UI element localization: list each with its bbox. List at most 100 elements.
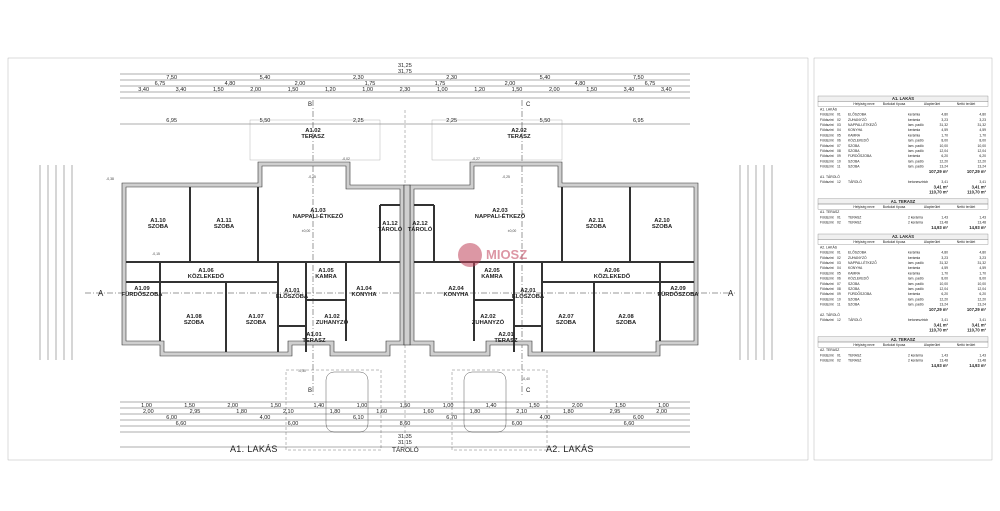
- room-name-a2: TERASZ: [494, 338, 518, 344]
- table-sum: 107,29 m²: [967, 307, 987, 312]
- table-cell: lam. padló: [908, 303, 924, 307]
- right-dimension-chains: [739, 165, 773, 360]
- room-id-a1: A1.01: [306, 332, 322, 338]
- overall-bottom-total2: 31,15: [398, 440, 412, 446]
- table-cell: SZOBA: [848, 287, 860, 291]
- table-cell: 13,24: [978, 303, 987, 307]
- table-cell: Földszint: [820, 271, 834, 275]
- table-head-cell: Burkolat típusa: [883, 343, 906, 347]
- room-id-a2: A2.03: [492, 208, 508, 214]
- building-walls: [121, 161, 699, 357]
- table-cell: lam. padló: [908, 159, 924, 163]
- table-cell: KAMRA: [848, 271, 861, 275]
- dim-top-row3: 1,00: [437, 87, 448, 93]
- dim-bottom-row1: 1,50: [400, 403, 411, 409]
- dim-bottom-row1: 1,00: [658, 403, 669, 409]
- table-head-cell: Burkolat típusa: [883, 205, 906, 209]
- table-subhead: A1. TÁROLÓ: [820, 174, 840, 179]
- table-cell: 3,23: [979, 256, 986, 260]
- dim-bottom-row2: 1,80: [236, 409, 247, 415]
- table-cell: kerámia: [908, 113, 920, 117]
- table-cell: Földszint: [820, 139, 834, 143]
- table-sum: 14,93 m²: [969, 225, 986, 230]
- table-cell: 4,59: [941, 128, 948, 132]
- parking-area-left: [285, 369, 382, 451]
- table-cell: ELŐSZOBA: [848, 112, 867, 117]
- room-id-a1: A1.08: [186, 314, 202, 320]
- table-cell: 04: [837, 128, 841, 132]
- dim-bottom-row1: 1,50: [615, 403, 626, 409]
- table-cell: 09: [837, 154, 841, 158]
- table-cell: lam. padló: [908, 139, 924, 143]
- room-id-a2: A2.01: [520, 288, 536, 294]
- dim-top-row3: 1,50: [586, 87, 597, 93]
- room-id-a1: A1.11: [216, 218, 232, 224]
- room-name-a1: TERASZ: [301, 134, 325, 140]
- dim-bottom-row3: 6,70: [446, 415, 457, 421]
- room-name-a1: KÖZLEKEDŐ: [188, 273, 225, 280]
- table-cell: 8,00: [941, 277, 948, 281]
- dim-mid-row: 5,50: [540, 118, 551, 124]
- level-mark: -0,30: [298, 369, 306, 373]
- table-group-label: A1. LAKÁS: [820, 107, 838, 111]
- axis-label-c-bottom: C: [526, 388, 531, 394]
- table-cell: 12: [837, 318, 841, 322]
- level-mark: -0,25: [502, 175, 510, 179]
- table-cell: NAPPALI-ÉTKEZŐ: [848, 122, 877, 127]
- table-cell: TERASZ: [848, 215, 861, 219]
- room-id-a1: A1.09: [134, 286, 150, 292]
- table-cell: SZOBA: [848, 282, 860, 286]
- table-title: A1. TERASZ: [891, 199, 916, 204]
- table-cell: Földszint: [820, 287, 834, 291]
- table-cell: 13,48: [978, 221, 987, 225]
- dim-bottom-row3: 4,00: [540, 415, 551, 421]
- room-id-a1: A1.10: [150, 218, 165, 224]
- table-cell: Földszint: [820, 123, 834, 127]
- table-cell: FÜRDŐSZOBA: [848, 153, 872, 158]
- table-sum: 107,29 m²: [929, 169, 949, 174]
- table-cell: lam. padló: [908, 287, 924, 291]
- room-name-a1: TERASZ: [302, 338, 326, 344]
- table-cell: lam. padló: [908, 149, 924, 153]
- table-cell: SZOBA: [848, 297, 860, 301]
- room-name-a2: ZUHANYZÓ: [472, 318, 505, 326]
- table-cell: NAPPALI-ÉTKEZŐ: [848, 260, 877, 265]
- table-cell: 31,32: [940, 261, 949, 265]
- level-mark: -0,40: [522, 377, 530, 381]
- dim-top-row1: 7,50: [633, 75, 644, 81]
- top-dimension-chains: [120, 73, 690, 125]
- table-cell: 2 kerámia: [908, 359, 923, 363]
- room-name-a2: NAPPALI-ÉTKEZŐ: [475, 212, 526, 220]
- table-head-cell: Alapterület: [924, 240, 940, 244]
- interior-partitions: [126, 187, 694, 352]
- table-cell: TÁROLÓ: [848, 179, 862, 184]
- dim-bottom-row2: 2,95: [610, 409, 621, 415]
- table-head-cell: Nettó terület: [957, 240, 976, 244]
- axis-label-b-bottom: B: [308, 388, 312, 394]
- dim-bottom-row1: 1,40: [486, 403, 497, 409]
- room-id-a2: A2.05: [484, 268, 500, 274]
- level-mark: -0,25: [308, 175, 316, 179]
- table-cell: betonesztrich: [908, 318, 928, 322]
- table-cell: Földszint: [820, 159, 834, 163]
- table-cell: 02: [837, 118, 841, 122]
- table-cell: 3,41: [941, 180, 948, 184]
- dim-bottom-row4: 8,60: [400, 421, 411, 427]
- table-cell: 8,00: [979, 277, 986, 281]
- table-cell: 04: [837, 266, 841, 270]
- table-cell: 1,43: [941, 215, 948, 219]
- room-name-a2: KAMRA: [481, 274, 503, 280]
- room-name-a2: SZOBA: [586, 224, 607, 230]
- table-cell: kerámia: [908, 271, 920, 275]
- dim-top-row2: 4,80: [575, 81, 586, 87]
- table-total: 110,70 m²: [929, 328, 948, 333]
- table-sum: 3,41 m²: [972, 322, 987, 327]
- table-cell: 31,32: [978, 261, 987, 265]
- table-cell: 4,59: [941, 266, 948, 270]
- table-cell: 12,04: [940, 149, 949, 153]
- table-cell: 08: [837, 287, 841, 291]
- table-sum: 107,29 m²: [967, 169, 987, 174]
- table-head-cell: Nettó terület: [957, 343, 976, 347]
